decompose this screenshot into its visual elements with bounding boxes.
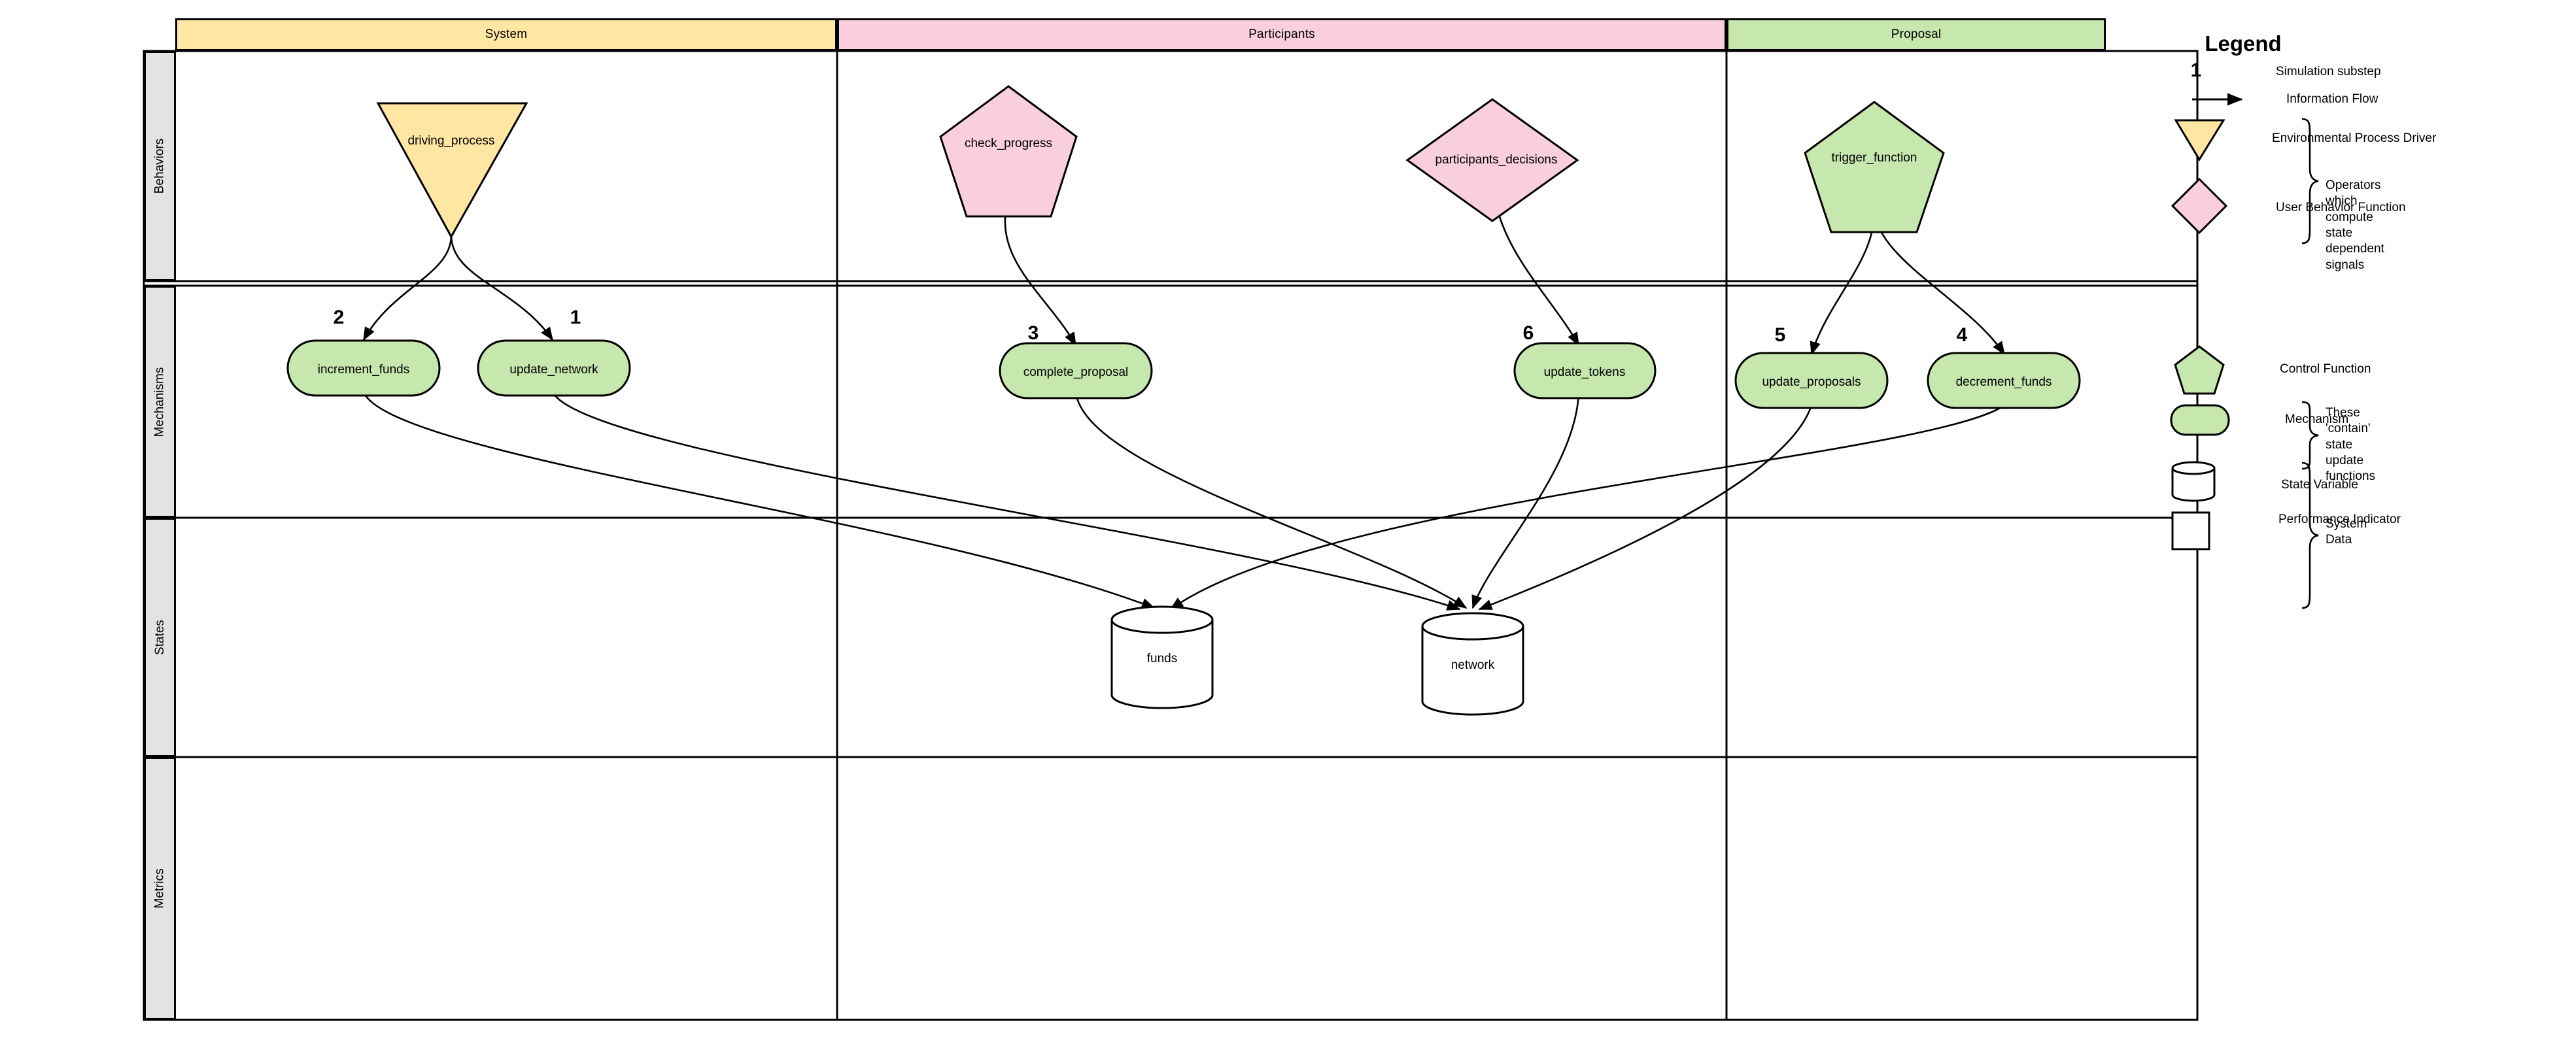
flow-trigger-to-proposals	[1810, 212, 1876, 356]
legend-panel: Legend	[2158, 0, 2576, 1046]
node-funds-shape	[1110, 605, 1214, 709]
operators-brace-line-6: signals	[2326, 258, 2365, 272]
grid-lines	[143, 50, 2199, 1021]
operators-brace-line-1: Operators	[2326, 178, 2381, 192]
legend-label-information-flow: Information Flow	[2286, 92, 2379, 106]
node-update-proposals-shape	[1734, 352, 1889, 409]
step-number-4: 4	[1956, 324, 1968, 346]
simulation-substep-number-icon: 1	[2190, 59, 2202, 81]
node-network-shape	[1421, 612, 1524, 716]
legend-label-mechanism: Mechanism	[2285, 413, 2349, 426]
legend-label-environmental-process-driver: Environmental Process Driver	[2272, 131, 2437, 145]
flow-complete-to-network	[1074, 392, 1468, 609]
step-number-5: 5	[1774, 324, 1786, 346]
operators-brace-line-2: which	[2326, 194, 2358, 209]
column-header-proposal: Proposal	[1726, 18, 2106, 51]
column-header-participants-label: Participants	[1248, 27, 1315, 41]
flow-trigger-to-decrement	[1873, 212, 2006, 356]
legend-label-control-function: Control Function	[2280, 362, 2371, 376]
system-data-brace-text: System Data	[2326, 516, 2377, 548]
flow-decrement-to-funds	[1169, 404, 2005, 611]
flow-driving-to-increment	[362, 235, 453, 341]
node-complete-proposal-shape	[999, 342, 1153, 399]
node-check-progress-shape	[939, 85, 1078, 218]
step-number-3: 3	[1027, 322, 1039, 344]
mechanism-brace-line-3: state	[2326, 437, 2353, 452]
flow-proposals-to-network	[1478, 405, 1813, 611]
user-behavior-function-icon	[2171, 177, 2228, 235]
system-data-brace-line-1: System	[2326, 517, 2367, 531]
flow-tokens-to-network	[1471, 392, 1580, 609]
operators-brace-line-3: compute	[2326, 210, 2373, 224]
row-label-metrics: Metrics	[144, 757, 176, 1020]
column-header-system: System	[175, 18, 837, 51]
mechanism-icon	[2170, 404, 2230, 436]
step-number-6: 6	[1522, 322, 1534, 344]
row-label-metrics-text: Metrics	[152, 868, 167, 909]
flow-increment-to-funds	[362, 392, 1156, 609]
mechanism-brace-line-2: 'contain'	[2326, 422, 2371, 436]
node-participants-decisions-shape	[1405, 98, 1579, 222]
legend-title: Legend	[2205, 31, 2282, 56]
node-decrement-funds-shape	[1927, 352, 2081, 409]
control-function-icon	[2174, 345, 2225, 395]
flow-check-to-complete	[1004, 202, 1077, 346]
flow-driving-to-update-network	[450, 235, 554, 341]
environmental-process-driver-icon	[2174, 119, 2225, 161]
legend-label-performance-indicator: Performance Indicator	[2278, 513, 2401, 526]
legend-label-state-variable: State Variable	[2281, 478, 2358, 492]
legend-label-user-behavior-function: User Behavior Function	[2276, 201, 2406, 214]
mechanism-brace-line-1: These	[2326, 406, 2360, 420]
node-trigger-function-shape	[1804, 101, 1945, 233]
operators-brace-icon	[2301, 118, 2319, 245]
column-header-participants: Participants	[837, 18, 1726, 51]
node-update-tokens-shape	[1513, 342, 1657, 399]
legend-symbols	[2170, 93, 2319, 609]
node-driving-process-shape	[376, 102, 528, 239]
row-label-mechanisms-text: Mechanisms	[152, 367, 167, 437]
row-label-behaviors: Behaviors	[144, 51, 176, 281]
mechanism-brace-line-4: update	[2326, 453, 2364, 467]
system-data-brace-icon	[2301, 462, 2319, 609]
performance-indicator-icon	[2171, 511, 2210, 550]
row-label-behaviors-text: Behaviors	[152, 138, 167, 194]
row-label-mechanisms: Mechanisms	[144, 286, 176, 518]
mechanism-brace-text: These 'contain' state update functions	[2326, 405, 2377, 485]
flow-updatenetwork-to-network	[551, 392, 1461, 611]
mechanism-brace-icon	[2301, 401, 2319, 470]
operators-brace-text: Operators which compute state dependent …	[2326, 178, 2384, 273]
step-number-1: 1	[570, 307, 581, 328]
column-header-proposal-label: Proposal	[1891, 27, 1942, 41]
mechanism-brace-line-5: functions	[2326, 469, 2376, 484]
state-variable-icon	[2171, 461, 2216, 502]
system-data-brace-line-2: Data	[2326, 533, 2352, 547]
legend-label-simulation-substep: Simulation substep	[2276, 65, 2381, 78]
column-header-system-label: System	[485, 27, 528, 41]
node-increment-funds-shape	[286, 339, 441, 397]
operators-brace-line-4: state	[2326, 226, 2353, 240]
step-number-2: 2	[333, 307, 345, 328]
operators-brace-line-5: dependent	[2326, 242, 2384, 256]
node-update-network-shape	[477, 339, 631, 397]
row-label-states: States	[144, 518, 176, 757]
row-label-states-text: States	[152, 620, 167, 655]
